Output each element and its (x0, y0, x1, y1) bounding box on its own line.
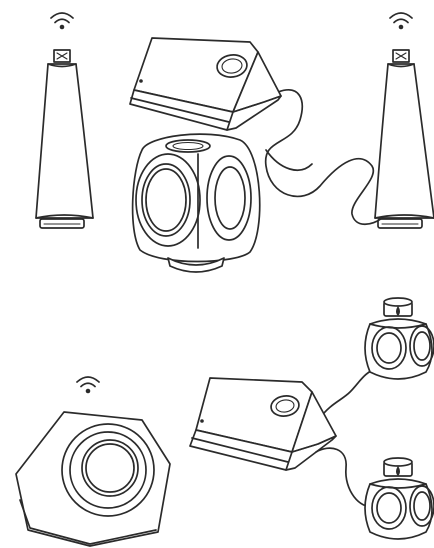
cable-icon (320, 368, 378, 418)
cable-icon (266, 150, 312, 170)
wifi-icon (51, 13, 73, 29)
soundbar-transmitter-icon (190, 378, 336, 470)
spherical-speaker-icon (365, 458, 434, 539)
wifi-icon (77, 377, 99, 393)
spherical-speaker-icon (365, 298, 434, 379)
right-floor-speaker (375, 13, 434, 228)
floorstanding-speaker-icon (36, 50, 93, 228)
top-setup (36, 13, 434, 272)
cable-icon (266, 90, 382, 224)
left-floor-speaker (36, 13, 93, 228)
round-subwoofer-icon (16, 412, 170, 546)
floorstanding-speaker-icon (375, 50, 434, 228)
soundbar-transmitter-icon (130, 38, 281, 130)
cube-subwoofer-icon (133, 134, 260, 272)
wireless-subwoofer (16, 377, 170, 546)
wifi-icon (390, 13, 412, 29)
bottom-setup (16, 298, 434, 546)
